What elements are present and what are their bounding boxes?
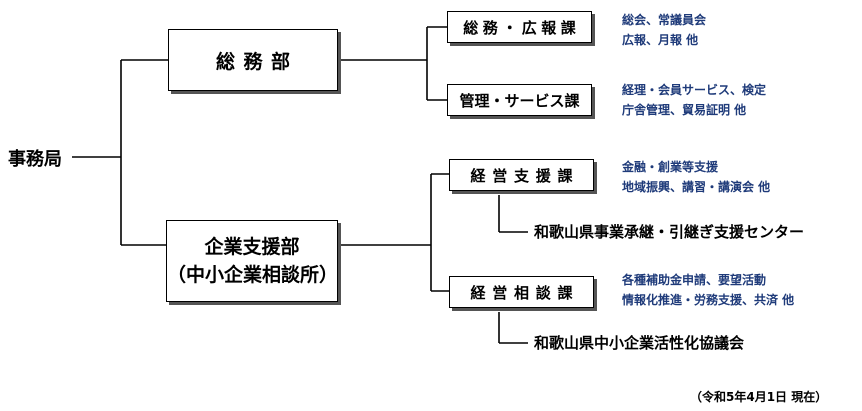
dept-business-support-label: 企業支援部 （中小企業相談所） [167,233,339,289]
section-management-support: 経営支援課 [449,159,594,191]
dept-general-affairs-label: 総務部 [215,50,299,73]
duty-line: 広報、月報 他 [622,33,699,47]
duties-management-service: 経理・会員サービス、検定 庁舎管理、貿易証明 他 [622,80,766,120]
as-of-date: （令和5年4月1日 現在） [690,390,828,404]
affiliate-succession-center: 和歌山県事業承継・引継ぎ支援センター [534,223,805,241]
section-general-pr-label: 総務・広報課 [463,18,581,37]
dept-business-support-line-2: （中小企業相談所） [167,264,339,286]
duty-line: 金融・創業等支援 [622,160,719,174]
section-management-service-label: 管理・サービス課 [459,91,580,110]
duties-general-pr: 総会、常議員会 広報、月報 他 [622,10,706,50]
affiliate-sme-council: 和歌山県中小企業活性化協議会 [534,334,745,352]
dept-business-support: 企業支援部 （中小企業相談所） [166,220,338,302]
section-general-pr: 総務・広報課 [447,11,592,43]
section-management-support-label: 経営支援課 [470,166,580,185]
duties-management-consult: 各種補助金申請、要望活動 情報化推進・労務支援、共済 他 [622,270,794,310]
section-management-consult: 経営相談課 [449,276,594,308]
duty-line: 各種補助金申請、要望活動 [622,273,767,287]
duties-management-support: 金融・創業等支援 地域振興、講習・講演会 他 [622,157,770,197]
dept-general-affairs: 総務部 [168,29,338,91]
section-management-service: 管理・サービス課 [447,84,592,116]
root-label: 事務局 [8,149,62,170]
duty-line: 庁舎管理、貿易証明 他 [622,103,747,117]
section-management-consult-label: 経営相談課 [470,283,580,302]
duty-line: 総会、常議員会 [622,13,707,27]
dept-business-support-line-1: 企業支援部 [204,236,300,258]
duty-line: 経理・会員サービス、検定 [622,83,767,97]
duty-line: 情報化推進・労務支援、共済 他 [622,293,795,307]
duty-line: 地域振興、講習・講演会 他 [622,180,771,194]
